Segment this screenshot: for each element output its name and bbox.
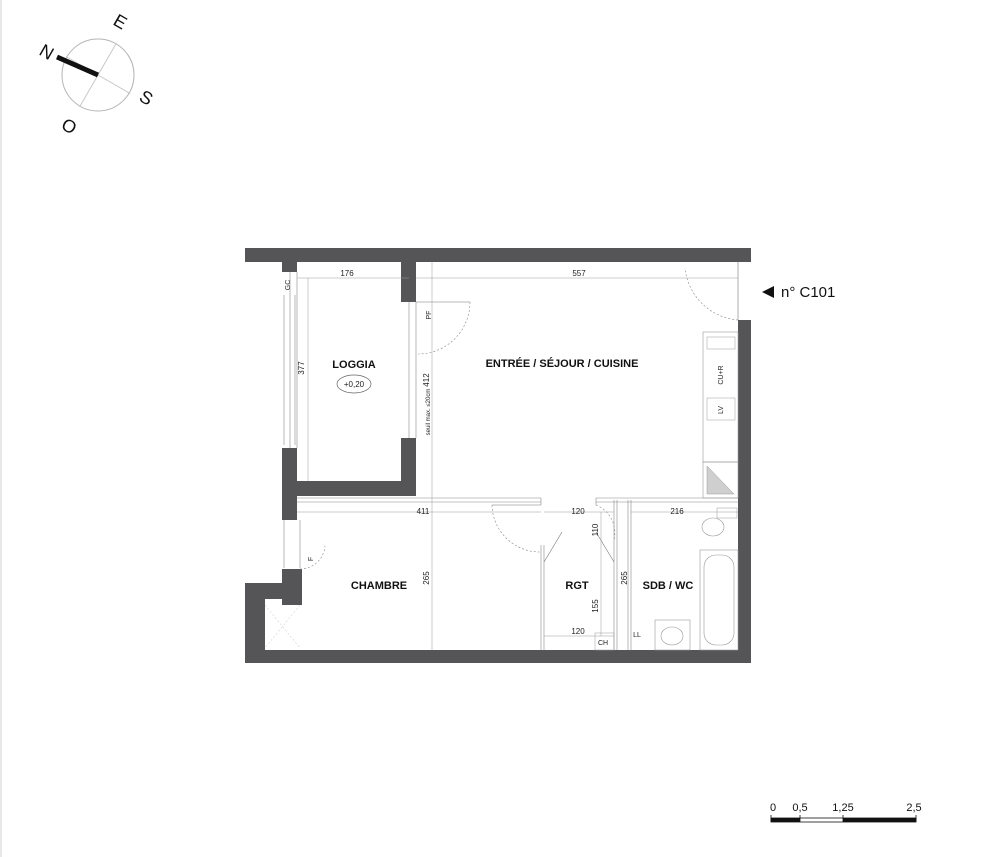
compass-south-label: S: [136, 86, 156, 109]
dim-rgt-width-top: 120: [571, 507, 585, 516]
partitions: [264, 272, 739, 651]
entry-arrow-icon: [762, 286, 774, 298]
dim-chambre-height: 265: [422, 571, 431, 585]
annotation-pf: PF: [426, 311, 433, 320]
room-label-loggia: LOGGIA: [332, 359, 375, 371]
compass-rose: N E S O: [36, 10, 156, 138]
annotation-cu-r: CU+R: [718, 365, 725, 384]
annotation-seuil: seuil max. ≤20cm: [426, 389, 432, 436]
scale-tick-0: 0: [770, 802, 776, 814]
doors: [299, 262, 739, 570]
scale-tick-0-5: 0,5: [792, 802, 807, 814]
compass-north-label: N: [36, 40, 57, 64]
annotation-lv: LV: [718, 406, 725, 414]
annotation-gc: GC: [285, 280, 292, 291]
north-needle: [55, 54, 100, 78]
dim-loggia-height: 377: [297, 361, 306, 375]
room-label-rgt: RGT: [565, 580, 589, 592]
dim-sdb-width: 216: [670, 507, 684, 516]
dim-sdb-height: 265: [620, 571, 629, 585]
dim-sejour-width: 557: [572, 269, 586, 278]
room-label-sdb: SDB / WC: [643, 580, 694, 592]
dim-rgt-height: 155: [591, 599, 600, 613]
room-label-sejour: ENTRÉE / SÉJOUR / CUISINE: [486, 357, 639, 370]
room-label-chambre: CHAMBRE: [351, 580, 407, 592]
level-marker: [336, 374, 372, 394]
loggia-level: +0,20: [344, 380, 365, 389]
walls: [245, 248, 751, 663]
dim-loggia-width: 176: [340, 269, 354, 278]
annotation-ll: LL: [633, 632, 641, 639]
scale-tick-1-25: 1,25: [832, 802, 853, 814]
dim-chambre-width: 411: [417, 507, 430, 516]
scale-tick-2-5: 2,5: [906, 802, 921, 814]
scale-bar: 0 0,5 1,25 2,5: [770, 802, 922, 823]
dimension-lines: [297, 262, 738, 650]
apartment-label: n° C101: [781, 284, 835, 301]
annotation-ch: CH: [598, 640, 608, 647]
dim-rgt-depth-top: 110: [591, 523, 600, 536]
compass-west-label: O: [58, 114, 80, 138]
annotation-f: F: [308, 557, 315, 561]
dim-sejour-height: 412: [422, 373, 431, 387]
dim-rgt-width-bottom: 120: [571, 627, 585, 636]
compass-east-label: E: [110, 10, 130, 33]
